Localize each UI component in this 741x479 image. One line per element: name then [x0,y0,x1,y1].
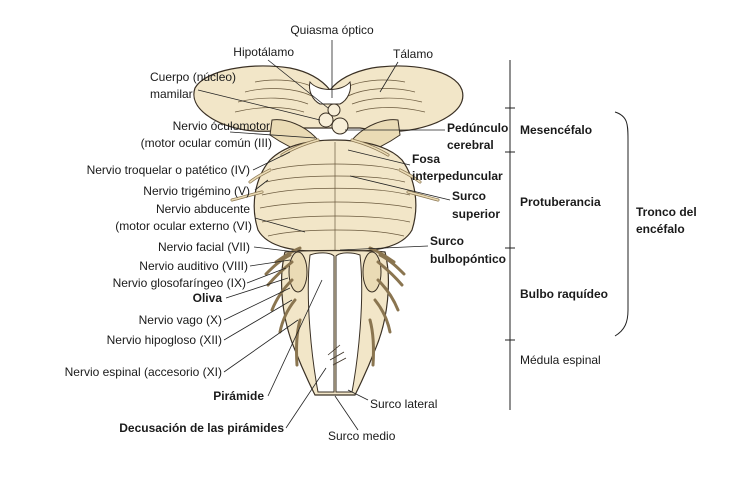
label-surco-medio: Surco medio [328,429,396,443]
cranial-nerves-left [230,138,320,367]
region-brackets [505,60,629,410]
label-surco-bulbo-2: bulbopóntico [430,252,506,266]
pons-striations [259,142,413,250]
brainstem-illustration [193,65,464,396]
label-mesencefalo: Mesencéfalo [520,123,592,137]
right-labels: Pedúnculo cerebral Fosa interpeduncular … [412,121,508,266]
label-oculomotor-2: (motor ocular común (III) [141,136,272,150]
label-auditivo: Nervio auditivo (VIII) [139,259,248,273]
label-protuberancia: Protuberancia [520,195,601,209]
label-abducente-1: Nervio abducente [156,202,250,216]
mammillary-body-right [331,117,349,135]
label-fosa-1: Fosa [412,152,440,166]
bottom-labels: Surco lateral Surco medio [328,397,437,443]
label-pedunculo-1: Pedúnculo [447,121,508,135]
label-hipotalamo: Hipotálamo [233,45,294,59]
label-oliva: Oliva [193,291,223,305]
label-facial: Nervio facial (VII) [158,240,250,254]
label-cuerpo-1: Cuerpo (núcleo) [150,70,236,84]
label-surco-superior-1: Surco [452,189,486,203]
label-troquelar: Nervio troquelar o patético (IV) [87,163,250,177]
olive-right [362,251,382,293]
label-trigemino: Nervio trigémino (V) [143,184,250,198]
label-fosa-2: interpeduncular [412,169,503,183]
label-cuerpo-2: mamilar [150,87,193,101]
label-surco-bulbo-1: Surco [430,234,464,248]
leader-lines [197,40,451,431]
label-bulbo: Bulbo raquídeo [520,287,608,301]
label-abducente-2: (motor ocular externo (VI) [115,219,252,233]
label-pedunculo-2: cerebral [447,138,494,152]
label-medula: Médula espinal [520,353,601,367]
label-decusacion: Decusación de las pirámides [119,421,284,435]
decussation-marks [327,344,347,366]
label-tronco-2: encéfalo [636,222,685,236]
hypothalamus-body [327,103,341,117]
label-piramide: Pirámide [213,389,264,403]
label-tronco-1: Tronco del [636,205,697,219]
label-glosofaringeo: Nervio glosofaríngeo (IX) [113,276,246,290]
olive-left [288,251,308,293]
thalamus-striations [234,79,426,113]
label-quiasma: Quiasma óptico [290,23,374,37]
label-oculomotor-1: Nervio óculomotor [173,119,270,133]
label-talamo: Tálamo [393,47,433,61]
label-surco-superior-2: superior [452,207,500,221]
left-labels: Hipotálamo Cuerpo (núcleo) mamilar Nervi… [65,45,295,435]
label-hipogloso: Nervio hipogloso (XII) [107,333,222,347]
cranial-nerves-inner [231,139,439,201]
label-surco-lateral: Surco lateral [370,397,437,411]
label-espinal: Nervio espinal (accesorio (XI) [65,365,222,379]
label-vago: Nervio vago (X) [139,313,222,327]
top-labels: Quiasma óptico Tálamo [290,23,433,61]
pyramid-left [307,252,335,393]
region-labels: Mesencéfalo Protuberancia Bulbo raquídeo… [520,123,697,367]
